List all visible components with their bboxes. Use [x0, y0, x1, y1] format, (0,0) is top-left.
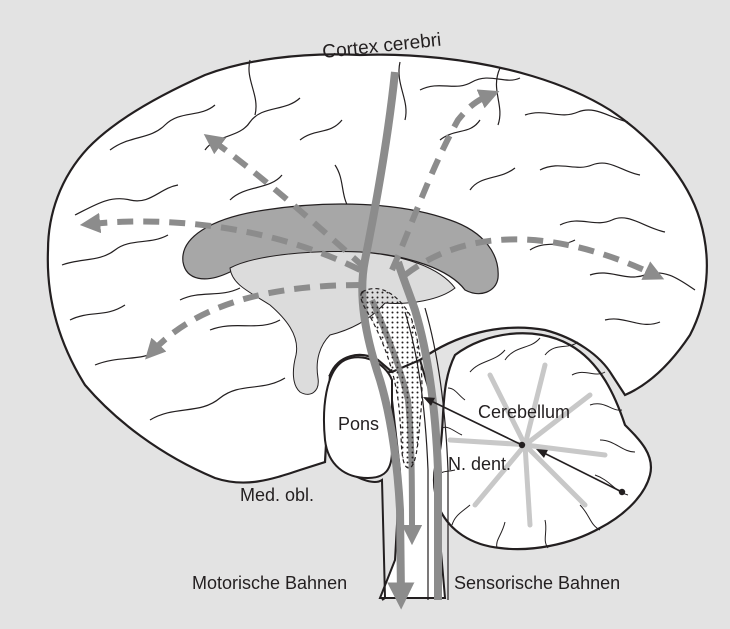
- label-motorische-bahnen: Motorische Bahnen: [192, 573, 347, 593]
- label-med-obl: Med. obl.: [240, 485, 314, 505]
- label-pons: Pons: [338, 414, 379, 434]
- label-sensorische-bahnen: Sensorische Bahnen: [454, 573, 620, 593]
- label-cerebellum: Cerebellum: [478, 402, 570, 422]
- label-n-dent: N. dent.: [448, 454, 511, 474]
